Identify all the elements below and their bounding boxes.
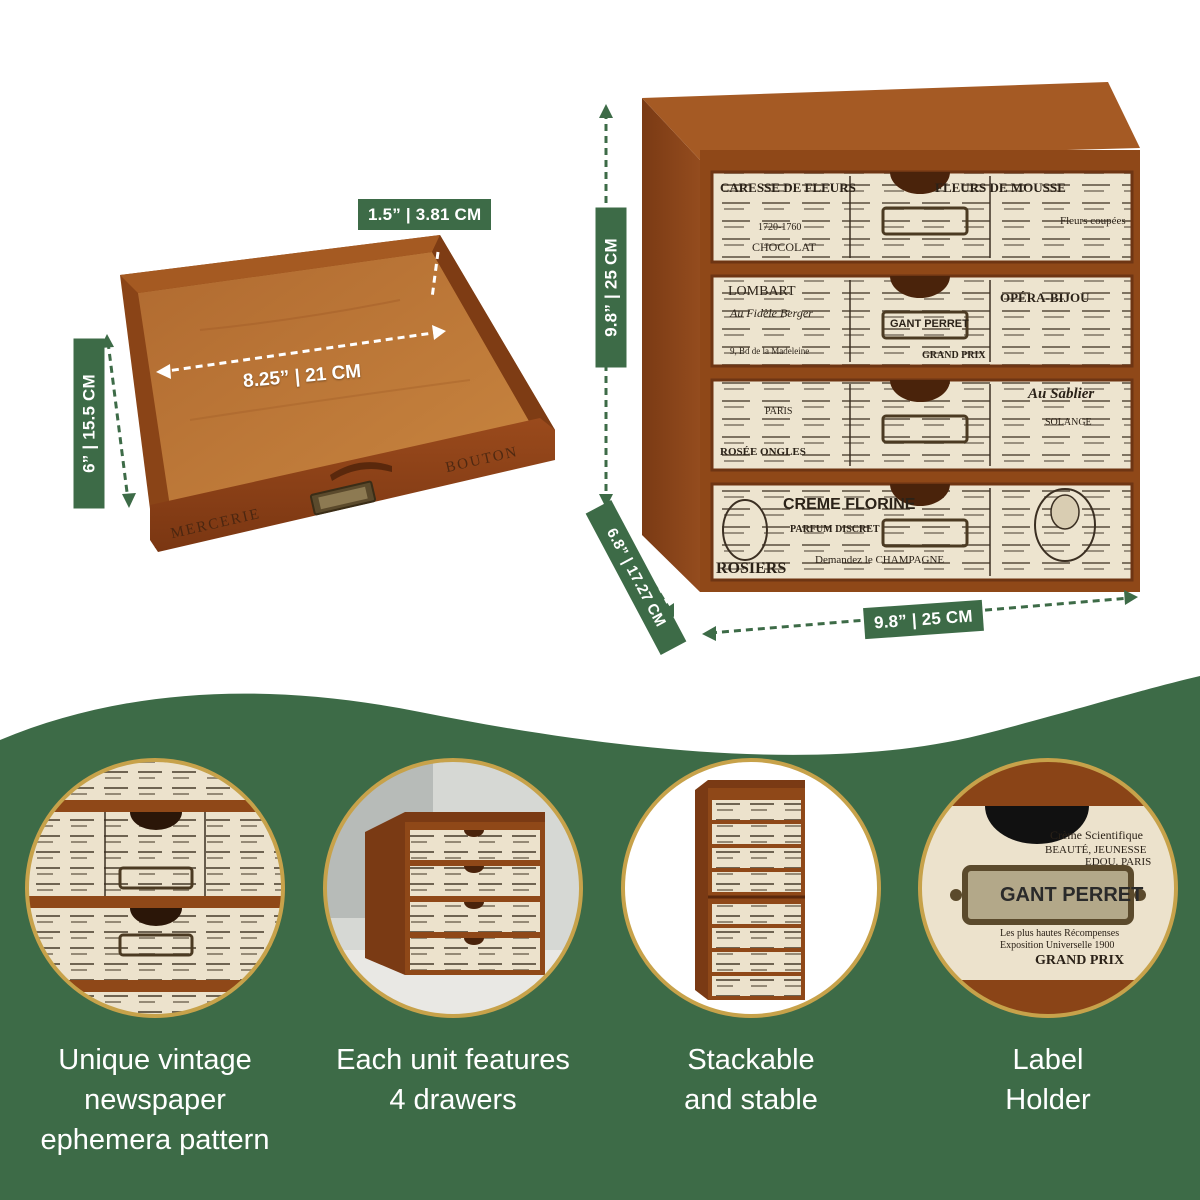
print-gant-label: GANT PERRET [890, 318, 969, 330]
closeup-label-holder [962, 865, 1134, 925]
feature-1-image [27, 760, 283, 1016]
print-madeleine: 9, Bd de la Madeleine [730, 346, 810, 356]
print-1720: 1720-1760 [758, 222, 802, 233]
drawer-height-label: 1.5” | 3.81 CM [358, 199, 492, 230]
drawer-back-wall [120, 235, 440, 293]
feature-4-ring [918, 758, 1178, 1018]
feature-4-caption: Label Holder [908, 1040, 1188, 1120]
caption-line: and stable [684, 1084, 818, 1116]
print-creme: CREME FLORINE [783, 496, 916, 513]
cabinet-side-panel [642, 98, 700, 592]
print-fidele: Au Fidèle Berger [730, 306, 813, 320]
print-sablier: Au Sablier [1028, 386, 1095, 402]
caption-line: Stackable [687, 1044, 815, 1076]
closeup-line5: Exposition Universelle 1900 [1000, 940, 1115, 951]
drawer-illustration [120, 235, 555, 552]
notch-1 [890, 172, 950, 194]
caption-line: Unique vintage [58, 1044, 252, 1076]
print-rosee: ROSÉE ONGLES [720, 446, 806, 458]
cabinet-illustration [642, 82, 1140, 592]
drawer-finger-notch [330, 462, 392, 481]
closeup-line2: BEAUTÉ, JEUNESSE [1045, 844, 1147, 856]
notch-4 [890, 484, 950, 506]
closeup-line6: GRAND PRIX [1035, 953, 1125, 968]
feature-3-ring [621, 758, 881, 1018]
caption-line: Each unit features [336, 1044, 570, 1076]
drawer-right-wall [432, 235, 555, 430]
print-caresse: CARESSE DE FLEURS [720, 180, 856, 195]
portrait-illustration-2 [722, 499, 768, 561]
feature-2-ring [323, 758, 583, 1018]
closeup-line4: Les plus hautes Récompenses [1000, 928, 1120, 939]
portrait-illustration [1034, 488, 1096, 562]
closeup-line3: EDOU. PARIS [1085, 856, 1152, 868]
feature-3-caption: Stackable and stable [611, 1040, 891, 1120]
label-holder-4 [881, 518, 969, 548]
print-chocolat: CHOCOLAT [752, 240, 817, 254]
feature-3-image [623, 760, 879, 1016]
print-mousse: FLEURS DE MOUSSE [935, 180, 1066, 195]
closeup-line1: Crème Scientifique [1050, 828, 1143, 842]
feature-2-caption: Each unit features 4 drawers [313, 1040, 593, 1120]
caption-line: newspaper [84, 1084, 226, 1116]
print-parfum: PARFUM DISCRET [790, 524, 880, 535]
print-grand-prix: GRAND PRIX [922, 350, 986, 361]
print-champagne: Demandez le CHAMPAGNE [815, 554, 945, 566]
print-lombart: LOMBART [728, 284, 796, 299]
print-paris: PARIS [765, 406, 793, 417]
drawer-dimension-arrows [100, 251, 446, 508]
notch-3 [890, 380, 950, 402]
notch-2 [890, 276, 950, 298]
drawer-depth-arrow [106, 341, 130, 501]
print-rosiers: ROSIERS [716, 560, 787, 577]
label-holder-1 [881, 206, 969, 236]
label-holder-2 [881, 310, 969, 340]
wave-shape [0, 676, 1200, 1200]
print-opera: OPÉRA-BIJOU [1000, 290, 1090, 305]
cabinet-top [642, 82, 1140, 160]
caption-line: 4 drawers [389, 1084, 517, 1116]
caption-line: ephemera pattern [40, 1124, 270, 1156]
label-holder-3 [881, 414, 969, 444]
feature-2-image [325, 760, 581, 1016]
caption-line: Holder [1005, 1084, 1091, 1116]
print-fleurs-coupees: Fleurs coupées [1060, 215, 1126, 227]
feature-1-caption: Unique vintage newspaper ephemera patter… [15, 1040, 295, 1160]
print-solange: SOLANGE [1045, 417, 1092, 428]
caption-line: Label [1012, 1044, 1084, 1076]
closeup-label-text: GANT PERRET [1000, 884, 1144, 906]
drawer-height-arrow [430, 251, 440, 299]
feature-1-ring [25, 758, 285, 1018]
